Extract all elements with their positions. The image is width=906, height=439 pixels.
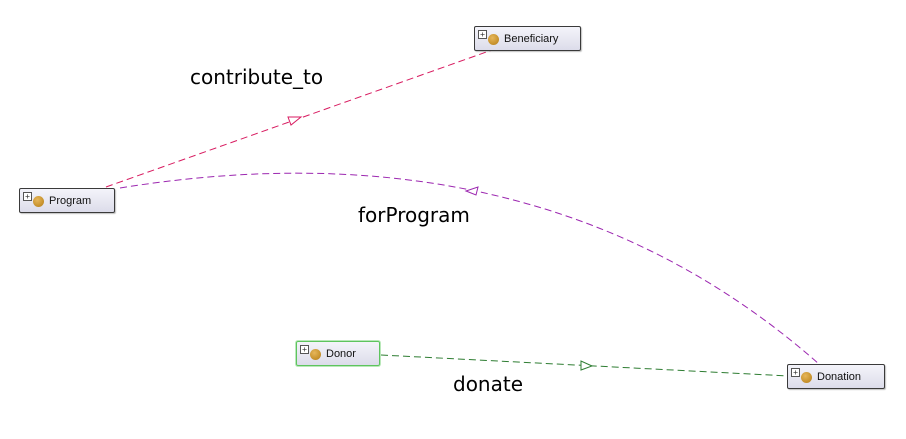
class-icon	[310, 349, 321, 360]
edge-donate[interactable]	[380, 354, 790, 377]
node-donor[interactable]: + Donor	[296, 341, 380, 366]
node-label: Donation	[817, 371, 862, 383]
node-label: Program	[49, 195, 92, 207]
edge-contribute-to-arrow	[287, 116, 303, 126]
expand-icon[interactable]: +	[478, 30, 487, 39]
expand-icon[interactable]: +	[23, 192, 32, 201]
node-label: Beneficiary	[504, 33, 559, 45]
expand-icon[interactable]: +	[300, 345, 309, 354]
edge-contribute-to[interactable]	[105, 49, 493, 188]
class-icon	[801, 372, 812, 383]
edge-label-for-program: forProgram	[358, 203, 470, 227]
class-icon	[33, 196, 44, 207]
edge-donate-arrow	[580, 360, 594, 371]
node-beneficiary[interactable]: + Beneficiary	[474, 26, 581, 51]
node-program[interactable]: + Program	[19, 188, 115, 213]
expand-icon[interactable]: +	[791, 368, 800, 377]
node-donation[interactable]: + Donation	[787, 364, 885, 389]
node-label: Donor	[326, 348, 356, 360]
edge-label-contribute-to: contribute_to	[190, 65, 324, 89]
edge-for-program[interactable]	[119, 172, 820, 365]
edge-for-program-line	[119, 172, 820, 365]
class-icon	[488, 34, 499, 45]
edge-for-program-arrow	[464, 186, 479, 196]
edge-label-donate: donate	[453, 372, 524, 396]
